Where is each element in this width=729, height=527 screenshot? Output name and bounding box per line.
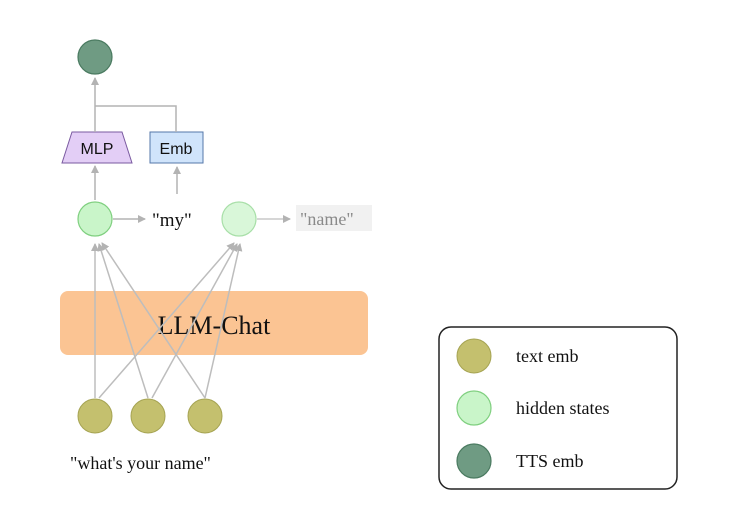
legend-text-emb-label: text emb bbox=[516, 346, 578, 366]
input-to-hidden-arrows bbox=[91, 242, 243, 399]
mlp-block bbox=[61, 131, 133, 164]
tts-emb-circle bbox=[77, 39, 113, 75]
arrow-line bbox=[151, 243, 238, 399]
hidden-state-circle bbox=[77, 201, 113, 237]
connector-line bbox=[95, 105, 177, 132]
legend-hidden-states-swatch bbox=[456, 390, 492, 426]
legend-tts-emb-swatch bbox=[456, 443, 492, 479]
mlp-label: MLP bbox=[81, 141, 114, 158]
input-text: "what's your name" bbox=[70, 453, 211, 473]
legend-text-emb-swatch bbox=[456, 338, 492, 374]
legend-hidden-states-label: hidden states bbox=[516, 398, 609, 418]
text-emb-circle bbox=[187, 398, 223, 434]
legend-tts-emb-label: TTS emb bbox=[516, 451, 584, 471]
hidden-state-circle bbox=[221, 201, 257, 237]
emb-label: Emb bbox=[160, 141, 193, 158]
arrow-line bbox=[98, 242, 235, 399]
llm-chat-label: LLM-Chat bbox=[158, 311, 271, 340]
llm-chat-box bbox=[60, 291, 368, 355]
text-emb-circle bbox=[77, 398, 113, 434]
arrow-line bbox=[97, 243, 149, 399]
output-token-name-bg bbox=[296, 205, 372, 231]
legend: text emb hidden states TTS emb bbox=[438, 326, 678, 490]
text-emb-circle bbox=[130, 398, 166, 434]
legend-box bbox=[438, 326, 678, 490]
arrow-line bbox=[204, 243, 243, 399]
output-token-name: "name" bbox=[300, 209, 354, 229]
output-token-my: "my" bbox=[152, 210, 192, 231]
emb-block bbox=[149, 131, 204, 164]
arrow-line bbox=[101, 242, 206, 399]
